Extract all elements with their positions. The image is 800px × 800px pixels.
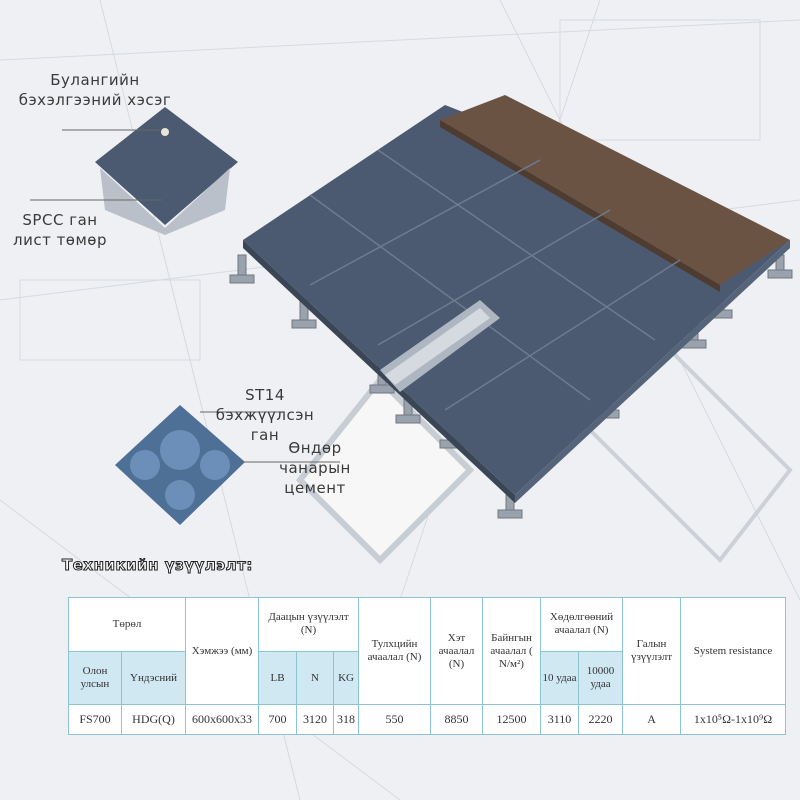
header-national: Үндэсний — [121, 650, 186, 706]
header-lb: LB — [258, 650, 297, 706]
header-size: Хэмжээ (мм) — [185, 596, 259, 706]
cell-national: HDG(Q) — [121, 704, 186, 735]
section-title: Техникийн үзүүлэлт: — [62, 556, 253, 575]
table-row: FS700 HDG(Q) 600x600x33 700 3120 318 550… — [68, 704, 787, 735]
callout-cement: Өндөр чанарын цемент — [279, 439, 351, 497]
spec-table: Төрөл Хэмжээ (мм) Даацын үзүүлэлт (N) Ту… — [68, 596, 787, 735]
cell-size: 600x600x33 — [185, 704, 259, 735]
cell-lb: 700 — [258, 704, 297, 735]
cell-kg: 318 — [332, 704, 360, 735]
cell-n: 3120 — [296, 704, 334, 735]
header-rolling: Хөдөлгөөний ачаалал (N) — [540, 597, 624, 652]
callout-spcc: SPCC ган лист төмөр — [12, 211, 108, 249]
header-fire: Галын үзүүлэлт — [622, 596, 682, 706]
cell-ultimate: 8850 — [430, 704, 484, 735]
raised-floor-illustration — [229, 95, 793, 519]
cell-fire: A — [622, 704, 682, 735]
header-capacity: Даацын үзүүлэлт (N) — [257, 597, 360, 652]
header-international: Олон улсын — [68, 650, 122, 706]
corner-panel-illustration — [30, 107, 238, 235]
cell-resistance: 1x10⁵Ω-1x10⁹Ω — [680, 704, 787, 735]
table-header-row: Төрөл Хэмжээ (мм) Даацын үзүүлэлт (N) Ту… — [68, 596, 787, 706]
cell-concentrated: 550 — [358, 704, 432, 735]
cell-international: FS700 — [68, 704, 122, 735]
header-ultimate: Хэт ачаалал (N) — [430, 596, 484, 706]
header-concentrated: Тулхцийн ачаалал (N) — [358, 596, 432, 706]
cell-uniform: 12500 — [482, 704, 542, 735]
header-rolling-10: 10 удаа — [540, 650, 580, 706]
header-resistance: System resistance — [680, 596, 787, 706]
callout-corner-part: Булангийн бэхэлгээний хэсэг — [18, 71, 172, 109]
header-uniform: Байнгын ачаалал ( N/м²) — [482, 596, 542, 706]
cement-panel-illustration — [115, 405, 340, 525]
header-rolling-10000: 10000 удаа — [578, 650, 624, 706]
header-kg: KG — [332, 650, 360, 706]
cell-rolling-10000: 2220 — [578, 704, 624, 735]
table-subheader-row: Олон улсын Үндэсний LB N KG 10 удаа 1000… — [68, 650, 786, 706]
header-n: N — [296, 650, 334, 706]
header-type: Төрөл — [68, 597, 186, 652]
callout-st14: ST14 бэхжүүлсэн ган — [215, 386, 315, 444]
cell-rolling-10: 3110 — [540, 704, 580, 735]
